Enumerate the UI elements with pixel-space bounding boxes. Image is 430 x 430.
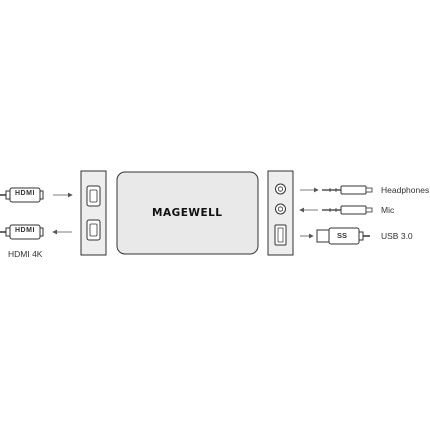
hdmi-cable-icon	[0, 224, 44, 240]
hdmi-4k-label: HDMI 4K	[8, 249, 43, 259]
device-body	[116, 171, 259, 255]
audio-jack-icon	[322, 205, 373, 215]
hdmi-plug-label: HDMI	[15, 190, 35, 197]
audio-usb-port-panel	[267, 170, 294, 256]
hdmi-plug-label: HDMI	[15, 227, 35, 234]
hdmi-port-1	[86, 185, 101, 207]
hdmi-cable-icon	[0, 187, 44, 203]
usb-3-label: USB 3.0	[381, 231, 413, 241]
mic-port	[275, 203, 286, 215]
usb-plug-icon	[316, 227, 370, 245]
usb-plug-label: SS	[337, 231, 348, 240]
headphone-port	[275, 183, 286, 195]
audio-jack-icon	[322, 185, 373, 195]
hdmi-port-2	[86, 219, 101, 241]
headphones-label: Headphones	[381, 185, 430, 195]
device-brand: MAGEWELL	[152, 207, 223, 219]
mic-label: Mic	[381, 205, 395, 215]
usb-port	[274, 224, 287, 246]
hdmi-port-panel	[80, 170, 107, 256]
